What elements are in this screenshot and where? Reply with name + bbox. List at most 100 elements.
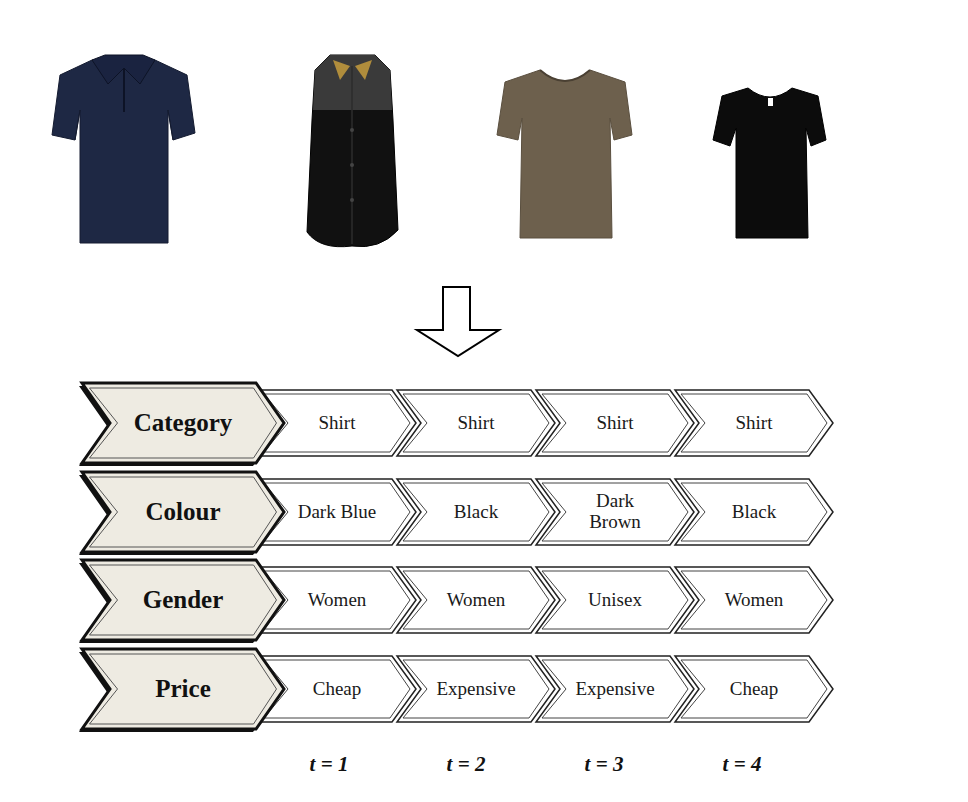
chevron-fill	[397, 479, 555, 545]
time-step-label: t = 1	[284, 752, 374, 777]
attribute-value: Cheap	[292, 679, 382, 700]
tee-neckline	[540, 70, 590, 81]
value-chevron: Shirt	[536, 390, 694, 456]
attribute-header-chevron: Colour	[82, 472, 284, 552]
value-chevron: Dark Brown	[536, 479, 694, 545]
chevron-inner-line	[90, 654, 277, 724]
tee-body	[497, 70, 632, 238]
attribute-header-chevron: Price	[82, 649, 284, 729]
chevron-fill	[536, 479, 694, 545]
chevron-fill	[675, 479, 833, 545]
attribute-value: Shirt	[709, 413, 799, 434]
value-chevron: Expensive	[397, 656, 555, 722]
attribute-name: Price	[114, 675, 252, 703]
attribute-value: Black	[431, 502, 521, 523]
chevron-fill	[536, 567, 694, 633]
value-chevron: Unisex	[536, 567, 694, 633]
chevron-fill	[258, 656, 416, 722]
attribute-value: Expensive	[431, 679, 521, 700]
chevron-inner-line	[542, 394, 688, 452]
value-chevron: Black	[675, 479, 833, 545]
chevron-inner-line	[264, 660, 410, 718]
chevron-inner-line	[264, 483, 410, 541]
chevron-fill	[675, 567, 833, 633]
chevron-fill	[82, 383, 284, 463]
down-arrow	[417, 287, 499, 356]
time-step-label: t = 4	[697, 752, 787, 777]
button-line	[351, 66, 353, 244]
chevron-inner-line	[542, 483, 688, 541]
chevron-fill	[82, 472, 284, 552]
attribute-value: Women	[709, 590, 799, 611]
tee-tag	[768, 98, 773, 106]
attribute-value: Women	[431, 590, 521, 611]
attribute-value: Unisex	[570, 590, 660, 611]
attribute-header-chevron: Category	[82, 383, 284, 463]
value-chevron: Women	[397, 567, 555, 633]
value-chevron: Cheap	[675, 656, 833, 722]
attribute-name: Category	[114, 409, 252, 437]
chevron-inner-line	[681, 660, 827, 718]
chevron-fill	[82, 560, 284, 640]
black-t-shirt	[713, 88, 826, 238]
chevron-fill	[258, 390, 416, 456]
chevron-inner-line	[264, 571, 410, 629]
button	[350, 198, 354, 202]
attribute-value: Black	[709, 502, 799, 523]
tee-body	[713, 88, 826, 238]
chevron-inner-line	[681, 571, 827, 629]
collar-tip	[333, 60, 350, 80]
time-step-label: t = 3	[559, 752, 649, 777]
chevron-fill	[397, 656, 555, 722]
collar-tip	[355, 60, 372, 80]
button	[350, 163, 354, 167]
value-chevron: Women	[675, 567, 833, 633]
button	[350, 128, 354, 132]
attribute-name: Colour	[114, 498, 252, 526]
chevron-inner-line	[403, 394, 549, 452]
chevron-fill	[675, 390, 833, 456]
polo-seams	[75, 110, 173, 140]
attribute-value: Cheap	[709, 679, 799, 700]
attribute-value: Shirt	[292, 413, 382, 434]
chevron-inner-line	[542, 571, 688, 629]
attribute-value: Dark Brown	[570, 491, 660, 533]
attribute-header-chevron: Gender	[82, 560, 284, 640]
chevron-inner-line	[264, 394, 410, 452]
chevron-inner-line	[403, 660, 549, 718]
value-chevron: Black	[397, 479, 555, 545]
chevron-inner-line	[403, 483, 549, 541]
navy-polo-shirt	[52, 55, 195, 243]
attribute-name: Gender	[114, 586, 252, 614]
chevron-fill	[82, 649, 284, 729]
chevron-fill	[258, 479, 416, 545]
brown-t-shirt	[497, 70, 632, 238]
attribute-value: Dark Blue	[292, 502, 382, 523]
value-chevron: Shirt	[397, 390, 555, 456]
shirt-body	[307, 55, 398, 247]
time-step-label: t = 2	[421, 752, 511, 777]
chevron-fill	[258, 567, 416, 633]
attribute-value: Women	[292, 590, 382, 611]
black-sleeveless-shirt	[307, 55, 398, 247]
chevron-fill	[397, 567, 555, 633]
value-chevron: Expensive	[536, 656, 694, 722]
chevron-inner-line	[542, 660, 688, 718]
attribute-value: Shirt	[570, 413, 660, 434]
chevron-inner-line	[90, 477, 277, 547]
chevron-inner-line	[681, 483, 827, 541]
chevron-fill	[397, 390, 555, 456]
attribute-value: Expensive	[570, 679, 660, 700]
chevron-inner-line	[403, 571, 549, 629]
value-chevron: Shirt	[675, 390, 833, 456]
chevron-fill	[536, 656, 694, 722]
chevron-inner-line	[90, 565, 277, 635]
chevron-inner-line	[681, 394, 827, 452]
attribute-value: Shirt	[431, 413, 521, 434]
chevron-inner-line	[90, 388, 277, 458]
chevron-fill	[675, 656, 833, 722]
chevron-fill	[536, 390, 694, 456]
polo-body	[52, 60, 195, 243]
polo-placket	[123, 68, 125, 112]
